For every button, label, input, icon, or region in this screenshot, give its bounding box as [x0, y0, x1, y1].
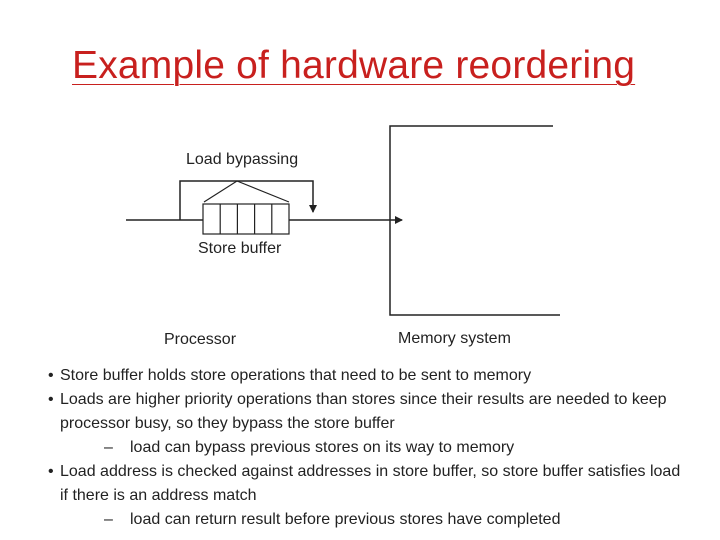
- bullet-item: • Store buffer holds store operations th…: [48, 364, 688, 388]
- memory-system-label: Memory system: [398, 330, 511, 347]
- load-bypassing-label: Load bypassing: [186, 151, 299, 168]
- dash-glyph: –: [104, 511, 113, 528]
- sub-bullet-text: load can bypass previous stores on its w…: [130, 439, 515, 456]
- bullet-item: • Load address is checked against addres…: [48, 460, 688, 508]
- bullet-text: Loads are higher priority operations tha…: [60, 391, 667, 432]
- bullet-item: • Loads are higher priority operations t…: [48, 388, 688, 436]
- bypass-callout: [203, 180, 290, 203]
- bullet-text: Store buffer holds store operations that…: [60, 367, 532, 384]
- bullet-text: Load address is checked against addresse…: [60, 463, 681, 504]
- sub-bullet-item: – load can return result before previous…: [48, 508, 688, 532]
- store-buffer-label: Store buffer: [198, 240, 282, 257]
- bullet-glyph: •: [48, 391, 54, 408]
- sub-bullet-text: load can return result before previous s…: [130, 511, 561, 528]
- bullet-list: • Store buffer holds store operations th…: [48, 364, 688, 532]
- slide-title: Example of hardware reordering: [72, 44, 636, 87]
- bypass-path: [179, 180, 317, 220]
- store-buffer: [202, 203, 290, 235]
- bullet-glyph: •: [48, 367, 54, 384]
- memory-system-box: [389, 125, 560, 316]
- processor-label: Processor: [164, 331, 237, 348]
- sub-bullet-item: – load can bypass previous stores on its…: [48, 436, 688, 460]
- bullet-glyph: •: [48, 463, 54, 480]
- dash-glyph: –: [104, 439, 113, 456]
